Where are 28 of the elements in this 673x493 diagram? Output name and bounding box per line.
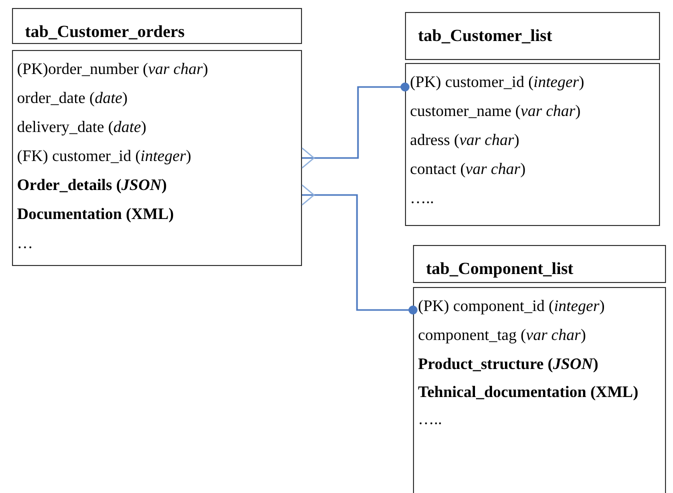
field-row-text: customer_name (var char) bbox=[410, 102, 582, 122]
field-row-text: Documentation (XML) bbox=[17, 205, 175, 225]
field-row-text: contact (var char) bbox=[410, 160, 527, 180]
relationship-connector bbox=[302, 184, 418, 314]
table-name: tab_Component_list bbox=[426, 258, 574, 280]
field-row-text: delivery_date (date) bbox=[17, 118, 148, 138]
table-body-box bbox=[12, 50, 302, 266]
table-body-box bbox=[405, 63, 660, 226]
table-name: tab_Customer_list bbox=[418, 25, 554, 47]
field-row-text: Order_details (JSON) bbox=[17, 176, 168, 196]
field-row-text: order_date (date) bbox=[17, 89, 129, 109]
field-row-text: (FK) customer_id (integer) bbox=[17, 147, 192, 167]
field-row-text: adress (var char) bbox=[410, 131, 520, 151]
field-row-text: component_tag (var char) bbox=[418, 326, 587, 346]
field-row-text: … bbox=[17, 234, 34, 254]
field-row-text: (PK)order_number (var char) bbox=[17, 60, 210, 80]
relationship-connector bbox=[302, 82, 410, 168]
field-row-text: Tehnical_documentation (XML) bbox=[418, 383, 640, 403]
field-row-text: (PK) component_id (integer) bbox=[418, 297, 606, 317]
table-body-box bbox=[413, 287, 666, 493]
field-row-text: ….. bbox=[410, 189, 435, 209]
table-header-box bbox=[413, 245, 666, 283]
field-row-text: (PK) customer_id (integer) bbox=[410, 73, 586, 93]
table-header-box bbox=[12, 8, 302, 44]
table-header-box bbox=[405, 12, 660, 60]
table-name: tab_Customer_orders bbox=[25, 21, 186, 43]
field-row-text: Product_structure (JSON) bbox=[418, 355, 600, 375]
field-row-text: ….. bbox=[418, 410, 443, 430]
